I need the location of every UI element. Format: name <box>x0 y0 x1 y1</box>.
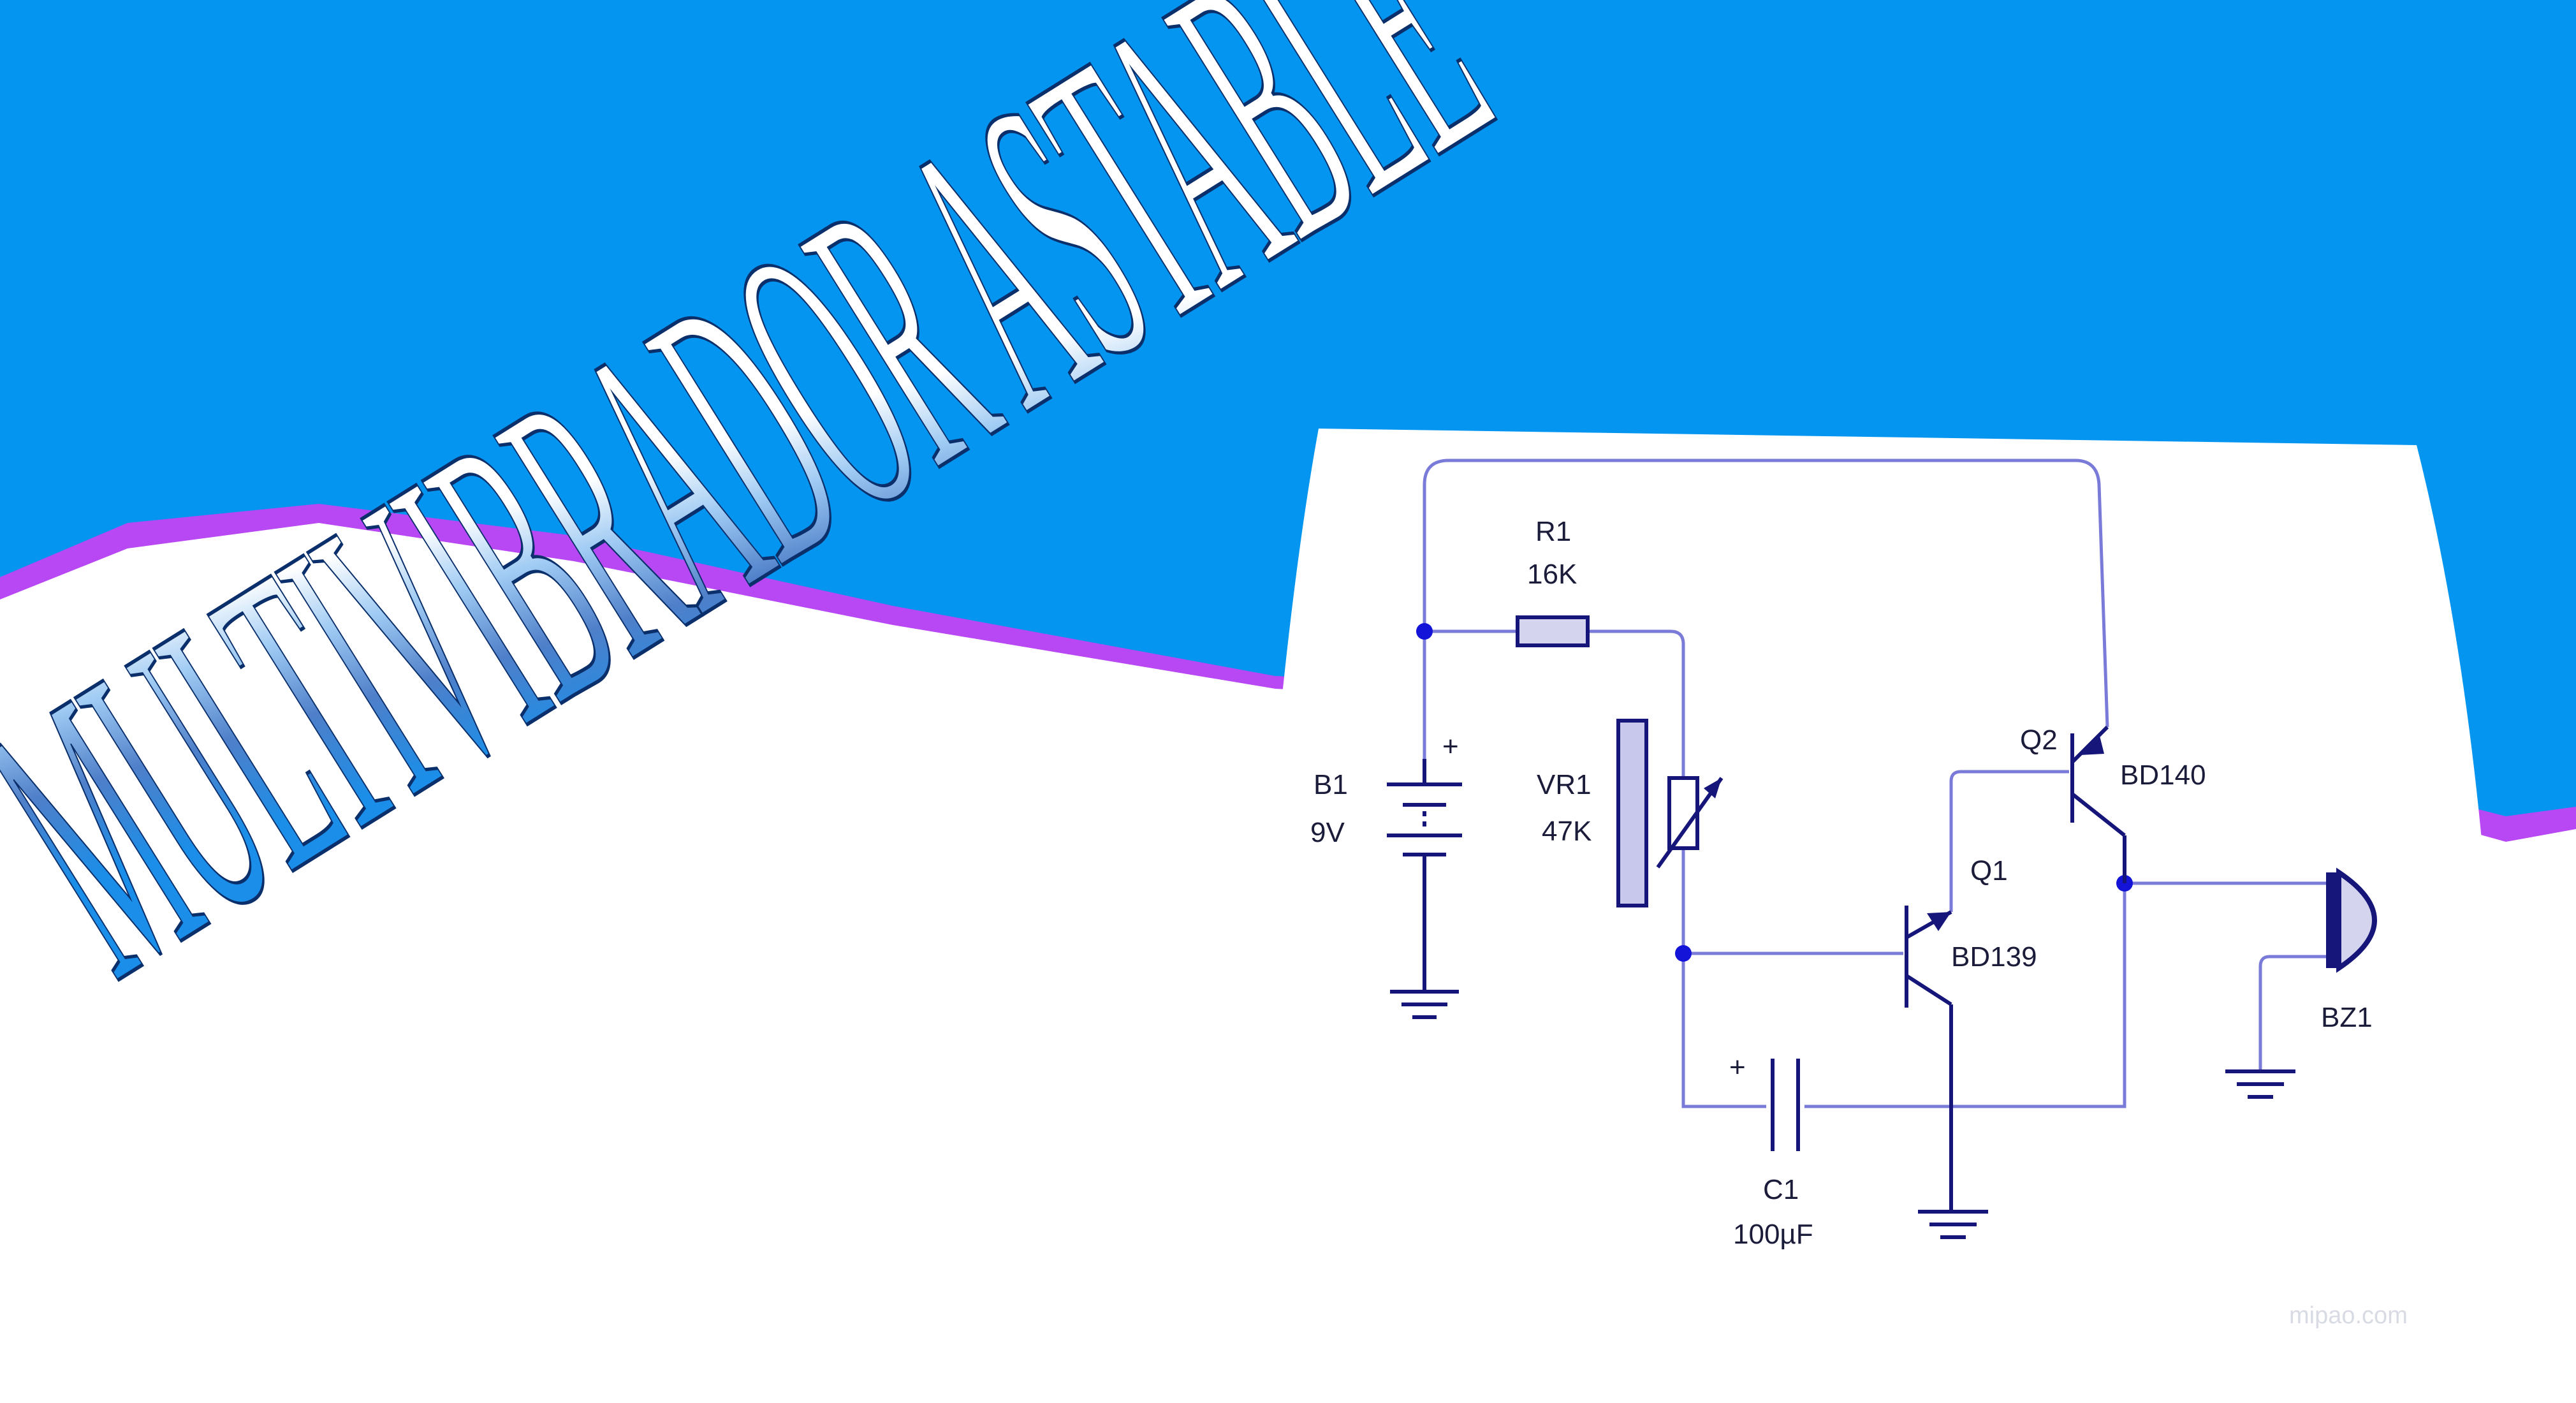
capacitor-ref-label: C1 <box>1763 1174 1799 1205</box>
circuit-diagram: + B1 9V R1 16K VR1 47K + C1 100µF <box>1310 459 2408 1329</box>
transistor-q1-symbol <box>1905 906 1988 1239</box>
transistor-q1-ref-label: Q1 <box>1970 855 2008 886</box>
buzzer-bz1-symbol <box>2225 867 2377 1099</box>
transistor-q1-part-label: BD139 <box>1951 941 2037 973</box>
capacitor-value-label: 100µF <box>1733 1219 1813 1250</box>
capacitor-c1-symbol <box>1771 1059 1800 1151</box>
potentiometer-vr1-symbol <box>1616 719 1723 907</box>
resistor-ref-label: R1 <box>1535 516 1571 547</box>
watermark-text: mipao.com <box>2289 1302 2408 1329</box>
wire-cap-to-q2 <box>1804 883 2126 1108</box>
wire-q1-collector-to-q2-base <box>1949 770 2069 912</box>
wire-node-to-cap <box>1681 953 1766 1108</box>
wire-r1-to-vr1 <box>1588 629 1685 784</box>
wire-buzzer-to-ground <box>2258 955 2335 1071</box>
battery-plus-sign: + <box>1442 731 1459 762</box>
transistor-q2-symbol <box>2070 725 2126 883</box>
transistor-q2-part-label: BD140 <box>2120 760 2206 791</box>
buzzer-ref-label: BZ1 <box>2321 1002 2373 1033</box>
wire-top-loop <box>1423 459 2109 728</box>
circuit-panel <box>1275 429 2503 1365</box>
junction-node-1 <box>1416 623 1433 640</box>
battery-b1-symbol <box>1387 759 1462 1019</box>
potentiometer-value-label: 47K <box>1542 816 1592 847</box>
resistor-r1-symbol <box>1516 615 1590 647</box>
resistor-value-label: 16K <box>1527 559 1577 590</box>
potentiometer-ref-label: VR1 <box>1537 769 1592 800</box>
capacitor-plus-sign: + <box>1729 1052 1746 1083</box>
junction-node-2 <box>1675 945 1692 962</box>
transistor-q2-ref-label: Q2 <box>2020 724 2058 756</box>
battery-ref-label: B1 <box>1314 769 1348 800</box>
battery-value-label: 9V <box>1310 817 1345 848</box>
